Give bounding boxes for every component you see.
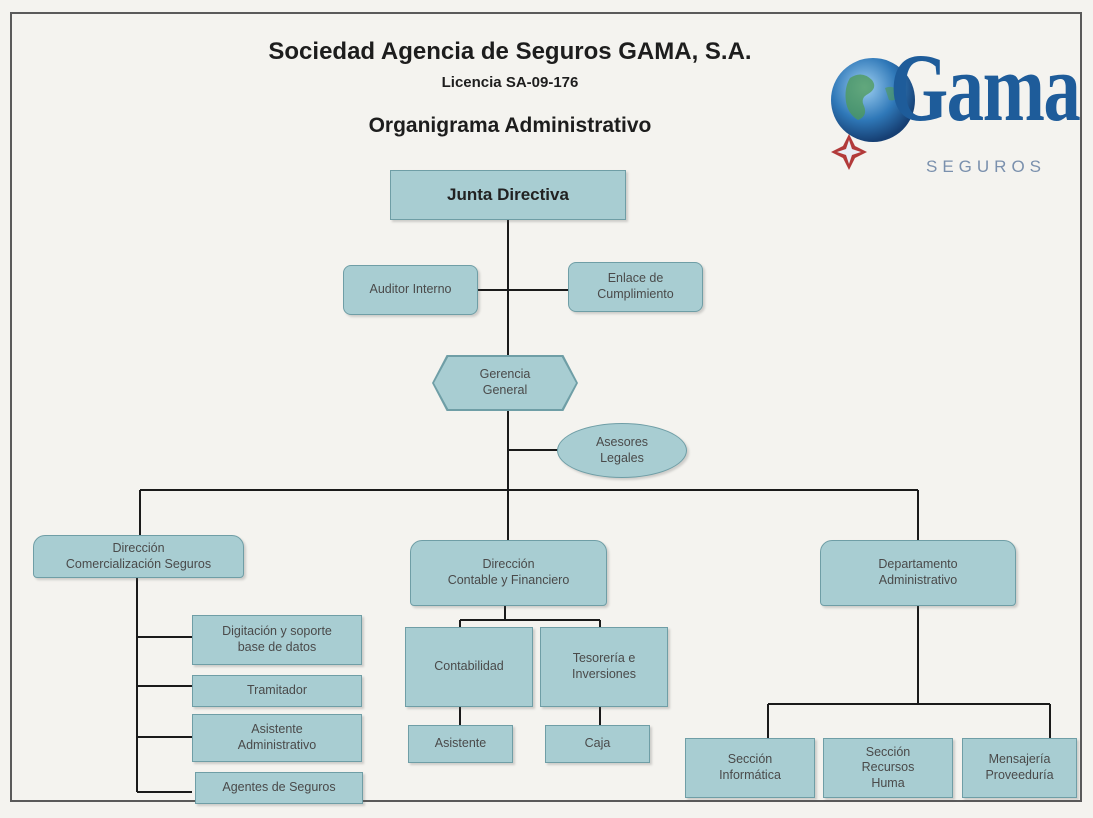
node-digitacion: Digitación y soporte base de datos xyxy=(192,615,362,665)
node-agentes-seguros: Agentes de Seguros xyxy=(195,772,363,804)
node-auditor-interno: Auditor Interno xyxy=(343,265,478,315)
chart-title: Organigrama Administrativo xyxy=(368,114,652,137)
node-seccion-recursos-humanos: Sección Recursos Huma xyxy=(823,738,953,798)
node-direccion-contable: Dirección Contable y Financiero xyxy=(410,540,607,606)
logo-wordmark: Gama xyxy=(890,34,1081,141)
node-mensajeria-proveeduria: Mensajería Proveeduría xyxy=(962,738,1077,798)
node-seccion-informatica: Sección Informática xyxy=(685,738,815,798)
node-departamento-administrativo: Departamento Administrativo xyxy=(820,540,1016,606)
node-asistente: Asistente xyxy=(408,725,513,763)
node-asesores-legales: Asesores Legales xyxy=(557,423,687,478)
node-tesoreria: Tesorería e Inversiones xyxy=(540,627,668,707)
node-enlace-cumplimiento: Enlace de Cumplimiento xyxy=(568,262,703,312)
globe-icon xyxy=(831,58,915,170)
node-junta-directiva: Junta Directiva xyxy=(390,170,626,220)
node-gerencia-general: Gerencia General xyxy=(434,357,576,409)
node-direccion-comercializacion: Dirección Comercialización Seguros xyxy=(33,535,244,578)
node-asistente-administrativo: Asistente Administrativo xyxy=(192,714,362,762)
company-title: Sociedad Agencia de Seguros GAMA, S.A. xyxy=(268,38,752,65)
license-text: Licencia SA-09-176 xyxy=(441,74,579,91)
document-frame xyxy=(10,12,1082,802)
node-caja: Caja xyxy=(545,725,650,763)
node-tramitador: Tramitador xyxy=(192,675,362,707)
node-contabilidad: Contabilidad xyxy=(405,627,533,707)
logo-subtitle: SEGUROS xyxy=(926,157,1047,176)
